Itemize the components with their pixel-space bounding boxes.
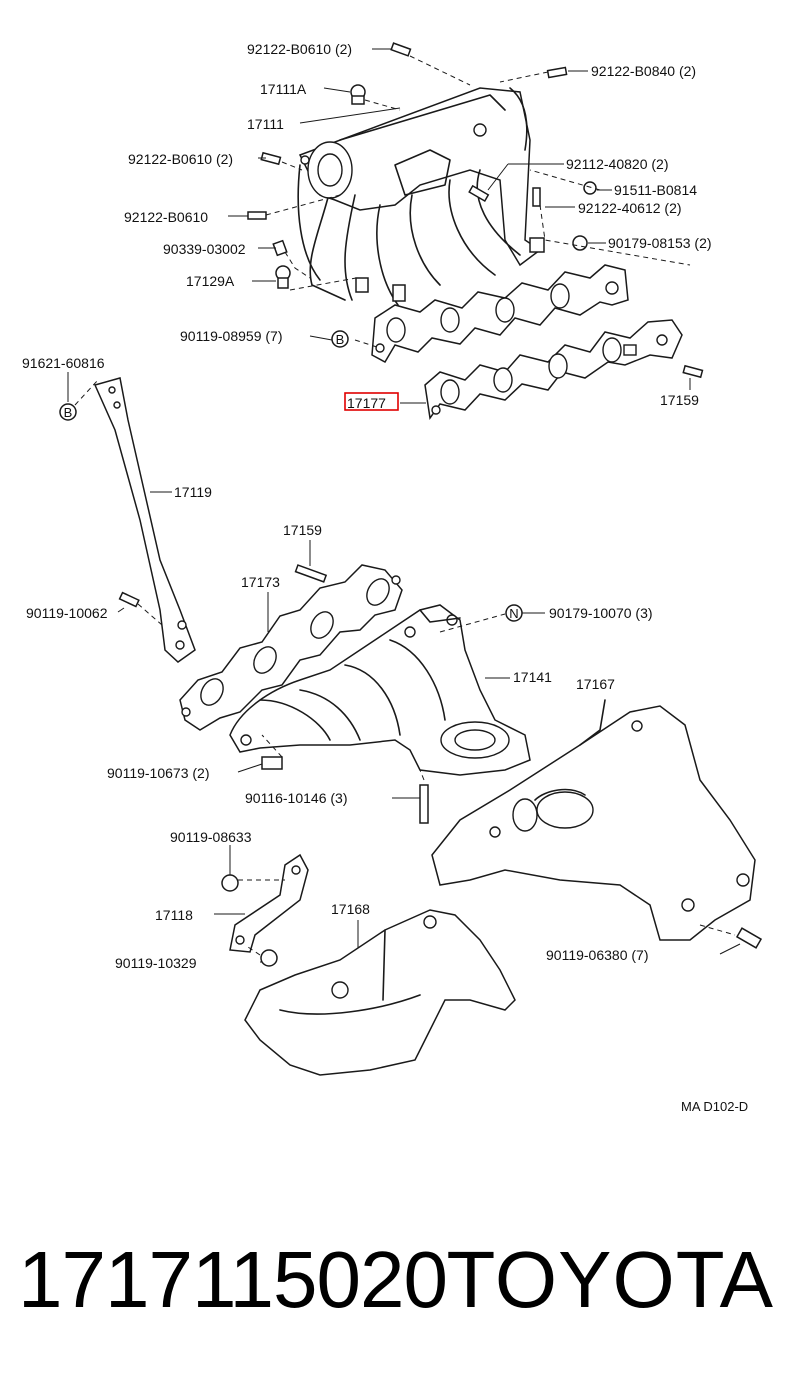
label-90116-10146: 90116-10146 (3) [245,790,347,806]
label-17173: 17173 [241,574,280,590]
label-17177: 17177 [347,395,386,411]
gasket-17177 [424,319,683,420]
label-90119-10329: 90119-10329 [115,955,197,971]
bracket-17118 [214,845,309,967]
gasket-17173 [179,540,403,731]
label-90339-03002: 90339-03002 [163,241,246,257]
diagram-code: MA D102-D [681,1099,748,1114]
label-92122-b0610-low: 92122-B0610 [124,209,208,225]
label-92122-40612: 92122-40612 (2) [578,200,682,216]
part-number: 1717115020 [18,1235,448,1324]
exhaust-manifold-17141 [229,604,531,824]
label-90119-08959: 90119-08959 (7) [180,328,282,344]
label-92122-b0610-top: 92122-B0610 (2) [247,41,352,57]
label-17141: 17141 [513,669,552,685]
insulator-17167 [431,699,763,955]
label-17129a: 17129A [186,273,235,289]
highlight-box [344,392,399,411]
label-90119-10673: 90119-10673 (2) [107,765,209,781]
label-90179-08153: 90179-08153 (2) [608,235,712,251]
label-17111: 17111 [247,116,284,132]
label-91621-60816: 91621-60816 [22,355,105,371]
insulator-17168 [244,909,516,1076]
label-92122-b0840: 92122-B0840 (2) [591,63,696,79]
label-92122-b0610-mid: 92122-B0610 (2) [128,151,233,167]
label-17118: 17118 [155,907,193,923]
label-90119-06380: 90119-06380 (7) [546,947,648,963]
label-92112-40820: 92112-40820 (2) [566,156,668,172]
marker-b-top-text: B [336,332,345,347]
marker-b-left [59,403,77,421]
callout-markers: B B N [59,330,545,622]
marker-b-top [331,330,349,348]
intake-flange [371,264,629,364]
brand-name: TOYOTA [446,1235,774,1324]
parts-diagram: B B N 92122-B0610 (2) 92122-B0840 (2) 17… [22,41,763,1114]
fasteners-top [247,42,704,379]
part-labels: 92122-B0610 (2) 92122-B0840 (2) 17111A 1… [22,41,748,1114]
leaders-top [67,48,691,404]
label-17168: 17168 [331,901,370,917]
label-17119: 17119 [174,484,212,500]
label-17159-mid: 17159 [283,522,322,538]
marker-b-left-text: B [64,405,73,420]
footer: 1717115020 TOYOTA [0,1230,792,1330]
label-17159-top: 17159 [660,392,699,408]
marker-n-text: N [509,606,518,621]
stay-17119 [93,377,196,663]
intake-manifold-17111 [297,87,542,306]
label-17167: 17167 [576,676,615,692]
label-90119-10062: 90119-10062 [26,605,108,621]
label-91511-b0814: 91511-B0814 [614,182,697,198]
dashed-lines-top [74,55,691,406]
label-17111a: 17111A [260,81,307,97]
label-90119-08633: 90119-08633 [170,829,252,845]
label-90179-10070: 90179-10070 (3) [549,605,653,621]
